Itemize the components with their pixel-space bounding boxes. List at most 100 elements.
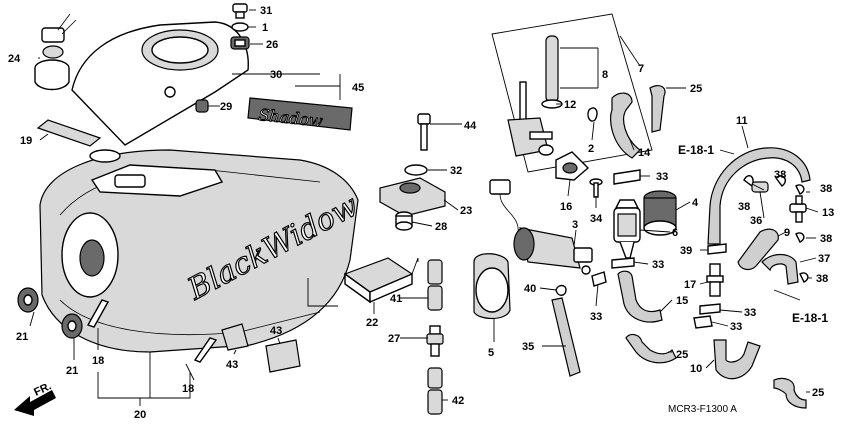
- clamp-40: [555, 284, 567, 296]
- washer-1: [231, 22, 249, 32]
- rubber-pad-43-b: [265, 339, 301, 373]
- clamp-33-right-a: [699, 303, 721, 315]
- tank-pad: [36, 119, 102, 147]
- callout-38-c: 38: [738, 201, 750, 213]
- callout-38-a: 38: [774, 169, 786, 181]
- callout-14: 14: [638, 147, 651, 159]
- callout-labels: 31 1 26 24 30 45 29 19 44 32 23 28 21 21…: [8, 5, 834, 421]
- callout-29: 29: [220, 101, 232, 113]
- three-way-joint-13: [789, 195, 807, 223]
- callout-6: 6: [672, 227, 678, 239]
- rubber-sleeve-upper: [427, 259, 443, 285]
- clamp-33-right-b: [693, 315, 713, 329]
- callout-37: 37: [818, 253, 830, 265]
- callout-25-top: 25: [690, 83, 702, 95]
- callout-39: 39: [680, 245, 692, 257]
- fuel-pump: [489, 179, 593, 275]
- callout-42: 42: [452, 395, 464, 407]
- breather-hose-10: [713, 339, 761, 380]
- pump-holder-5: [473, 253, 511, 320]
- callout-26: 26: [266, 39, 278, 51]
- callout-27: 27: [388, 333, 400, 345]
- callout-24: 24: [8, 53, 21, 65]
- callout-16: 16: [560, 201, 572, 213]
- callout-23: 23: [460, 205, 472, 217]
- tank-side-strip-left: [86, 299, 110, 328]
- fuel-hose-15: [617, 270, 663, 323]
- clamp-39: [707, 243, 727, 255]
- fuel-hose-35: [551, 297, 581, 377]
- breather-hose-11: [707, 147, 811, 245]
- callout-33-right-a: 33: [744, 307, 756, 319]
- callout-35: 35: [522, 341, 534, 353]
- bolt-44: [417, 113, 431, 151]
- control-unit-22: [343, 257, 414, 304]
- callout-34: 34: [590, 213, 603, 225]
- rubber-damper-right: [61, 313, 83, 339]
- callout-5: 5: [488, 347, 494, 359]
- callout-22: 22: [366, 317, 378, 329]
- callout-12: 12: [564, 99, 576, 111]
- callout-28: 28: [435, 221, 447, 233]
- callout-4: 4: [692, 197, 699, 209]
- callout-20: 20: [134, 409, 146, 421]
- callout-31: 31: [260, 5, 272, 17]
- clip-38-d: [795, 232, 805, 243]
- callout-32: 32: [450, 165, 462, 177]
- callout-40: 40: [524, 283, 536, 295]
- rubber-pad-43-a: [221, 323, 249, 351]
- clamp-33-mid: [611, 257, 635, 269]
- callout-44: 44: [464, 120, 477, 132]
- callout-2: 2: [588, 143, 594, 155]
- callout-8: 8: [602, 69, 608, 81]
- fuel-valve: [507, 81, 554, 157]
- callout-7: 7: [638, 63, 644, 75]
- front-arrow-icon: [14, 390, 56, 416]
- clamp-33-lower: [591, 271, 607, 287]
- rubber-sleeve-41: [427, 285, 443, 311]
- callout-36: 36: [750, 215, 762, 227]
- callout-18-right: 18: [182, 383, 194, 395]
- fuel-tank: BlackWidow: [39, 149, 365, 353]
- cover-badge: Shadow: [247, 97, 353, 131]
- callout-3: 3: [572, 219, 578, 231]
- callout-9: 9: [784, 227, 790, 239]
- breather-hose-37: [761, 253, 799, 285]
- diagram-code: MCR3-F1300 A: [668, 404, 737, 415]
- fuel-filter-6: [613, 199, 641, 259]
- callout-41: 41: [390, 293, 402, 305]
- breather-hose-9: [737, 228, 779, 271]
- callout-45: 45: [352, 82, 364, 94]
- clip-38-b: [775, 175, 786, 187]
- callout-25-bottom: 25: [812, 387, 824, 399]
- callout-38-b: 38: [820, 183, 832, 195]
- fuel-hose-14: [610, 92, 641, 159]
- clamp-33-top: [613, 169, 641, 185]
- clip-38-e: [799, 272, 809, 283]
- fuel-cap: [34, 13, 77, 91]
- joint-17: [706, 263, 724, 297]
- callout-19: 19: [20, 135, 32, 147]
- front-direction-indicator: FR.: [14, 380, 56, 416]
- collar-28: [395, 211, 413, 231]
- clip-2: [587, 107, 598, 122]
- callout-43-b: 43: [270, 325, 282, 337]
- callout-15: 15: [676, 295, 688, 307]
- screw-34: [589, 178, 603, 198]
- bolt-31: [232, 3, 248, 19]
- rubber-sleeve-lower: [427, 367, 443, 389]
- tank-side-strip-right: [193, 337, 218, 363]
- joint-36: [751, 181, 769, 193]
- callout-10: 10: [690, 363, 702, 375]
- callout-33-mid: 33: [652, 259, 664, 271]
- leader-lines: [29, 9, 819, 406]
- fuel-cut-unit-16: [555, 151, 590, 181]
- rubber-sleeve-42: [427, 389, 443, 415]
- callout-1: 1: [262, 22, 268, 34]
- callout-33-pump: 33: [590, 311, 602, 323]
- breather-hose-25-bottom: [773, 377, 807, 409]
- collar-27: [426, 325, 444, 357]
- callout-13: 13: [822, 207, 834, 219]
- callout-25-mid: 25: [676, 349, 688, 361]
